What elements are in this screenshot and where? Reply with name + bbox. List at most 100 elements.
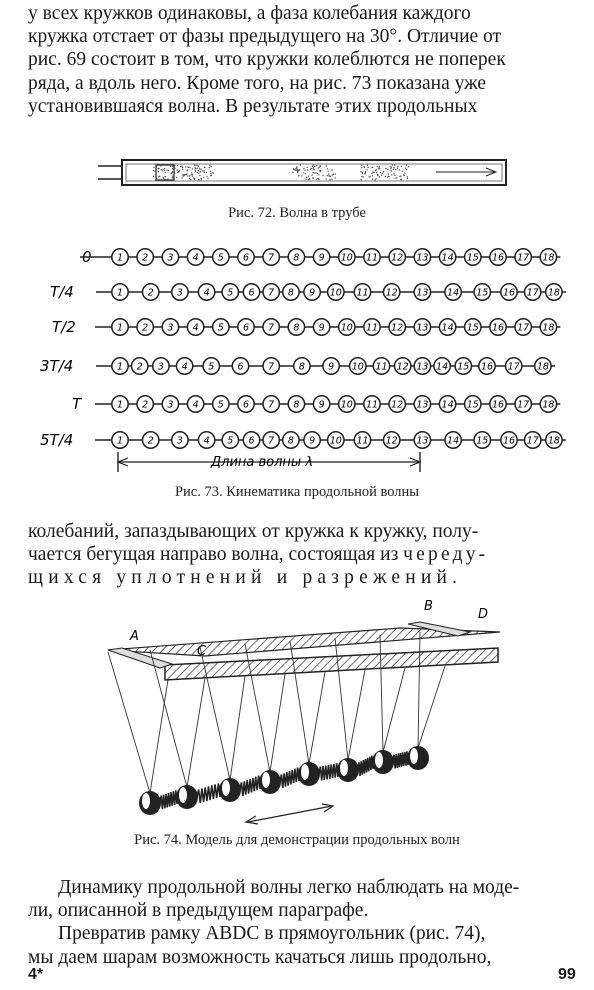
ball-number: 17 bbox=[527, 288, 539, 299]
ball-circle bbox=[438, 318, 457, 336]
ball-circle bbox=[337, 395, 356, 413]
density-dot bbox=[294, 168, 297, 170]
density-dot bbox=[212, 172, 214, 174]
string bbox=[199, 646, 231, 781]
density-dot bbox=[311, 165, 314, 167]
density-dot bbox=[393, 167, 395, 169]
ball-number: 18 bbox=[542, 253, 554, 264]
density-dot bbox=[172, 165, 174, 168]
ball-number: 4 bbox=[193, 253, 199, 264]
density-dot bbox=[200, 177, 202, 180]
ball-circle bbox=[242, 283, 261, 301]
density-dot bbox=[173, 170, 175, 172]
ball-circle bbox=[281, 283, 300, 301]
text-line: Превратив рамку ABDC в прямоугольник (ри… bbox=[58, 923, 486, 945]
spaced-text: череду- bbox=[403, 544, 489, 566]
rod-ab bbox=[107, 627, 501, 657]
ball-circle bbox=[326, 283, 345, 301]
density-dot bbox=[195, 167, 197, 170]
ball-circle bbox=[500, 283, 518, 301]
density-dot bbox=[160, 168, 162, 171]
text-line: ли, описанной в предыдущем параграфе. bbox=[28, 900, 369, 922]
ball-number: 5 bbox=[208, 362, 214, 373]
ball-number: 3 bbox=[167, 400, 173, 411]
springs bbox=[159, 751, 409, 810]
ball-highlight bbox=[301, 764, 309, 780]
density-dot bbox=[308, 175, 310, 177]
string bbox=[289, 640, 310, 765]
ball-circle bbox=[353, 431, 372, 449]
ball-circle bbox=[170, 431, 189, 449]
ball-circle bbox=[337, 318, 356, 336]
density-dot bbox=[394, 177, 396, 179]
ball-number: 13 bbox=[416, 288, 428, 299]
density-dot bbox=[369, 176, 371, 178]
ball-circle bbox=[388, 318, 407, 336]
ball-highlight bbox=[375, 752, 383, 768]
ball-circle bbox=[312, 395, 331, 413]
ball-number: 15 bbox=[467, 323, 479, 334]
density-dot bbox=[382, 170, 385, 173]
ball-number: 4 bbox=[182, 362, 188, 373]
ball-circle bbox=[111, 357, 129, 375]
density-dot bbox=[194, 164, 196, 167]
density-dot bbox=[389, 166, 391, 168]
ball-number: 12 bbox=[386, 436, 398, 447]
density-dot bbox=[311, 174, 313, 176]
ball-number: 9 bbox=[319, 253, 325, 264]
density-dot bbox=[174, 167, 176, 170]
density-dot bbox=[322, 174, 324, 177]
density-dot bbox=[366, 164, 369, 166]
ball-number: 8 bbox=[293, 253, 299, 264]
spring bbox=[318, 763, 339, 781]
ball-circle bbox=[489, 395, 507, 413]
ball-circle bbox=[237, 248, 255, 266]
density-dot bbox=[378, 176, 381, 178]
density-dot bbox=[373, 171, 375, 173]
ball-number: 16 bbox=[503, 436, 515, 447]
density-dot bbox=[186, 170, 188, 172]
ball-circle bbox=[539, 318, 558, 336]
ball-number: 17 bbox=[517, 400, 529, 411]
ball-number: 14 bbox=[447, 436, 459, 447]
ball-number: 1 bbox=[117, 436, 123, 447]
ball-number: 6 bbox=[243, 323, 249, 334]
density-dot bbox=[177, 171, 179, 173]
density-dot bbox=[361, 176, 363, 178]
figure-72-tube bbox=[98, 159, 507, 186]
ball-number: 18 bbox=[542, 400, 554, 411]
density-dot bbox=[390, 174, 393, 176]
ball-number: 1 bbox=[117, 253, 123, 264]
ball-circle bbox=[393, 357, 412, 375]
rod-ac bbox=[107, 647, 174, 669]
ball-circle bbox=[221, 283, 240, 301]
density-dot bbox=[187, 175, 189, 177]
ball-circle bbox=[382, 431, 401, 449]
density-dot bbox=[179, 165, 182, 167]
density-dot bbox=[199, 171, 201, 173]
ball-number: 11 bbox=[356, 288, 368, 299]
density-dot bbox=[329, 175, 331, 177]
ball-circle bbox=[363, 248, 381, 266]
density-dot bbox=[392, 168, 395, 171]
ball-circle bbox=[337, 248, 356, 266]
density-dot bbox=[176, 169, 178, 171]
spring bbox=[357, 755, 374, 776]
density-dot bbox=[308, 178, 311, 180]
ball-circle bbox=[514, 248, 533, 266]
density-dot bbox=[157, 176, 160, 178]
density-dot bbox=[167, 178, 169, 180]
ball-circle bbox=[413, 318, 432, 336]
density-dot bbox=[203, 171, 206, 174]
ball-circle bbox=[444, 283, 463, 301]
label-c: C bbox=[197, 644, 207, 659]
density-dot bbox=[329, 179, 331, 181]
density-dot bbox=[393, 173, 395, 175]
density-dot bbox=[191, 168, 194, 170]
ball-number: 1 bbox=[117, 288, 123, 299]
figure-72-caption: Рис. 72. Волна в трубе bbox=[228, 205, 366, 221]
string bbox=[382, 667, 406, 753]
